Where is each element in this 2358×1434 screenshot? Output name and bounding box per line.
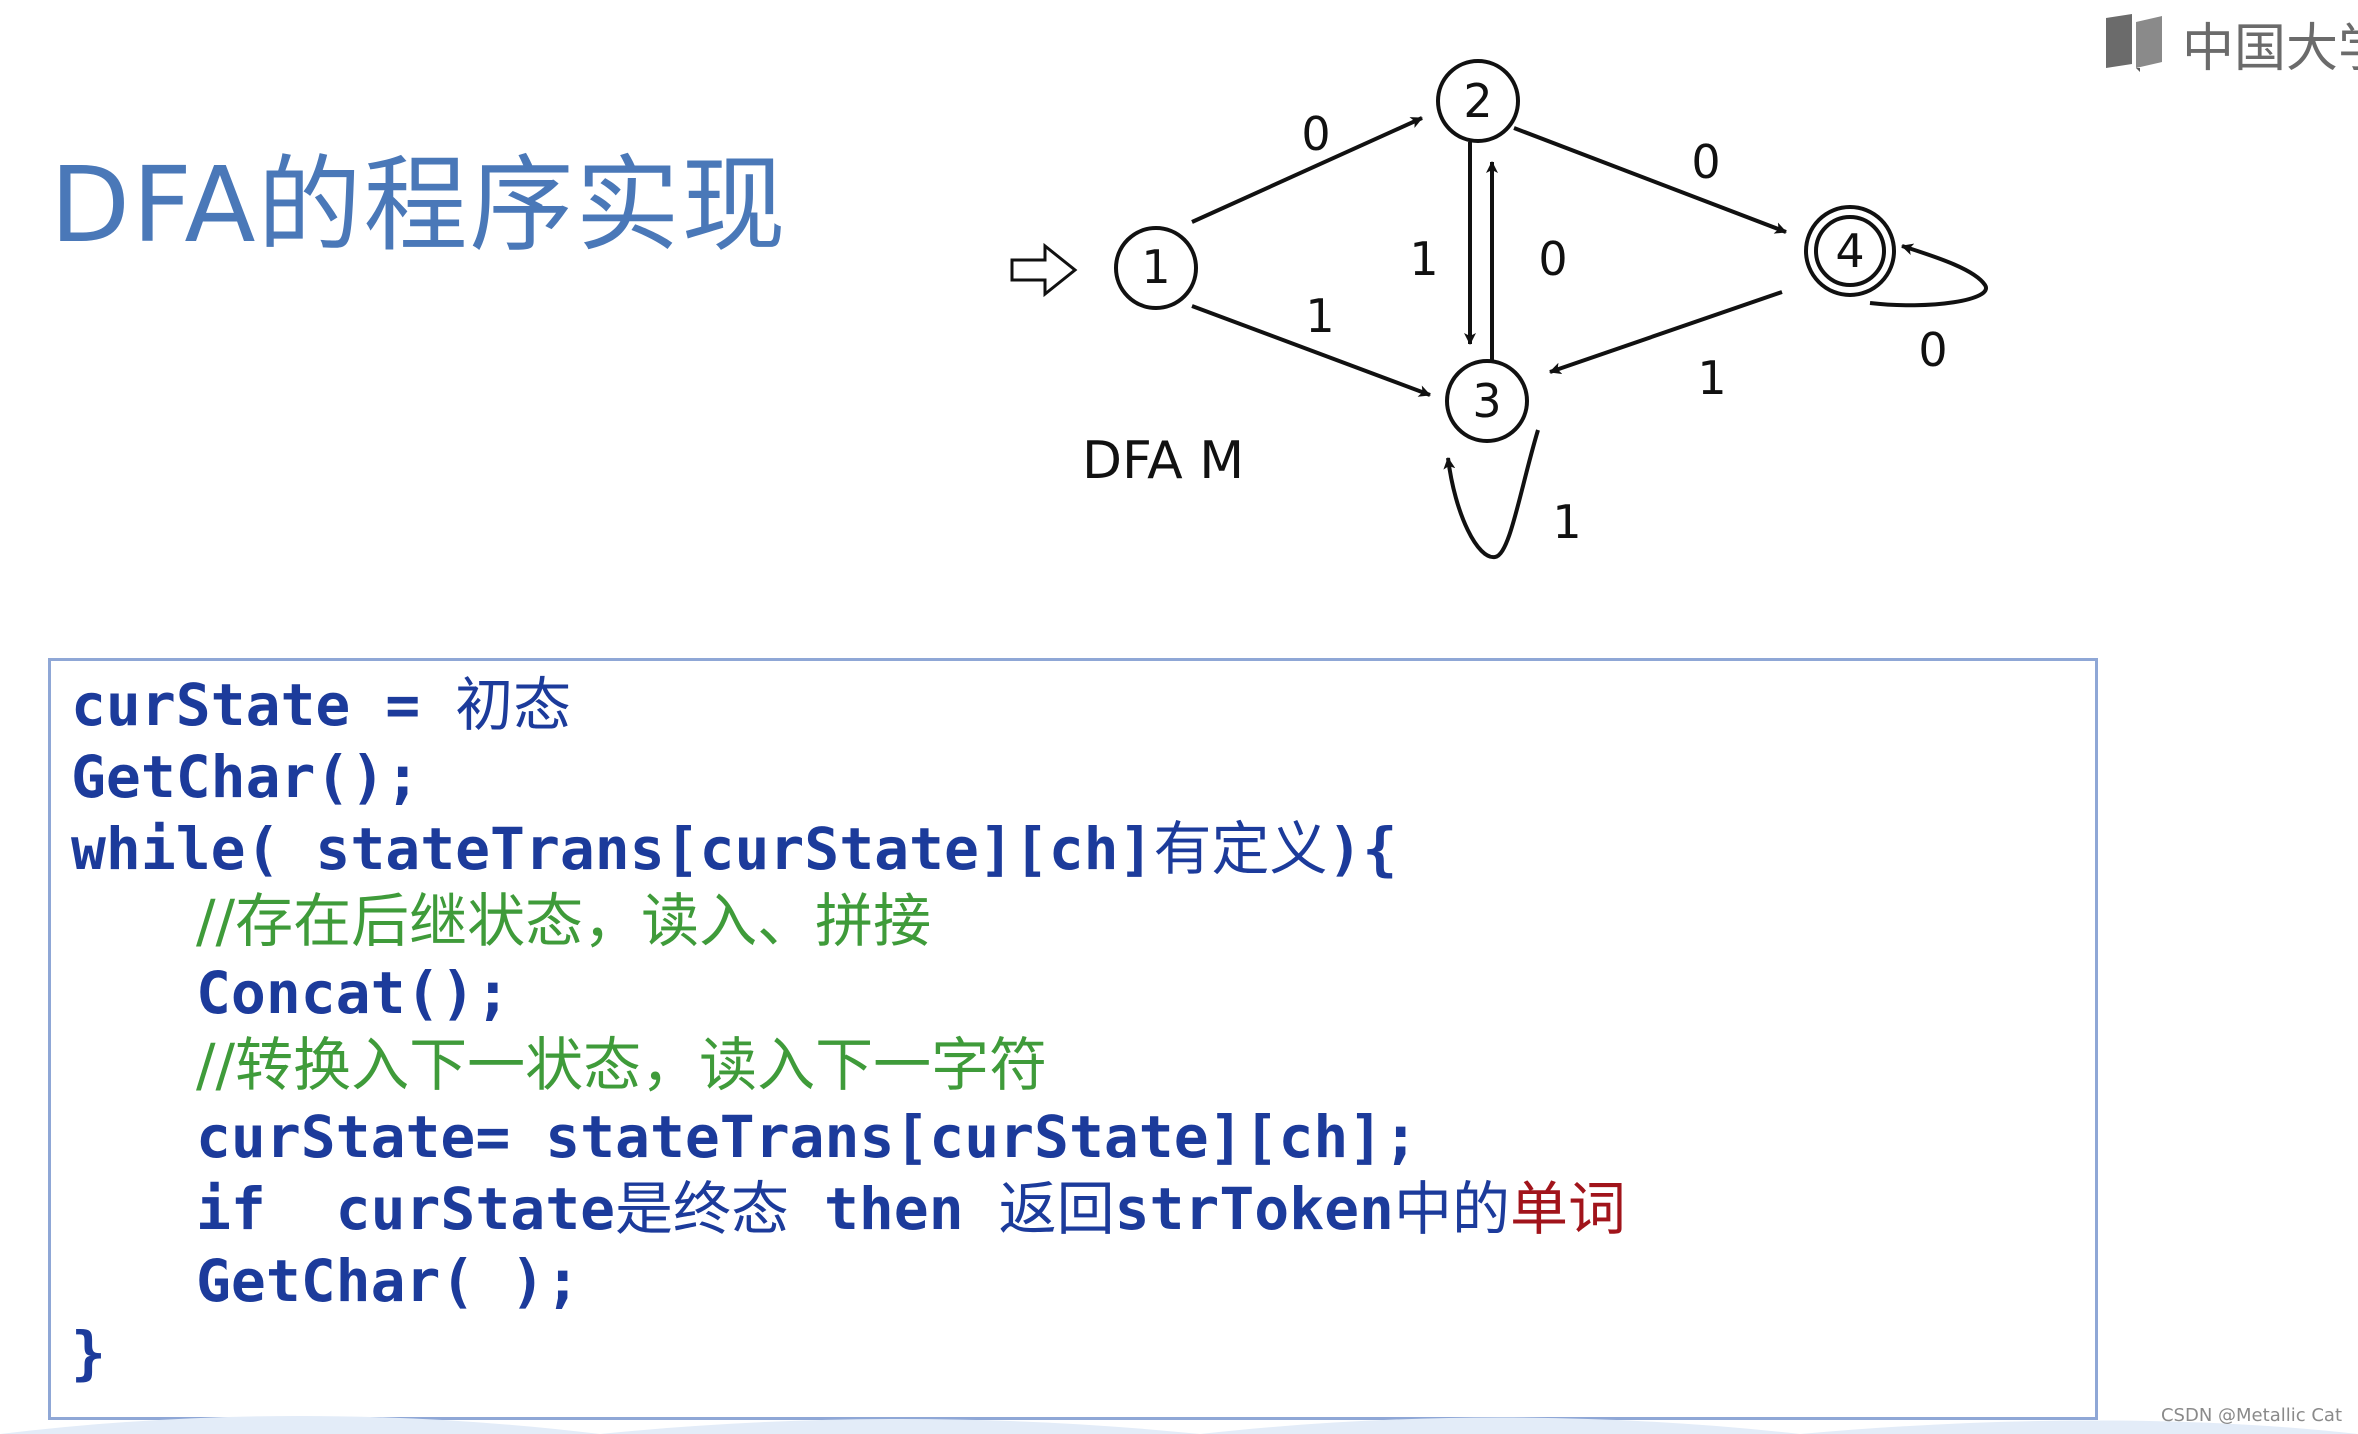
code-text-cn: 是终态 bbox=[615, 1175, 790, 1243]
code-block: curState = 初态 GetChar(); while( stateTra… bbox=[48, 658, 2098, 1420]
code-line-9: GetChar( ); bbox=[196, 1247, 581, 1315]
state-3-label: 3 bbox=[1472, 374, 1501, 428]
edge-label-3-2: 0 bbox=[1538, 232, 1567, 286]
bottom-decoration bbox=[0, 1416, 2358, 1434]
edge-4-4-loop bbox=[1869, 243, 1989, 308]
book-logo-icon bbox=[2106, 14, 2162, 72]
edge-label-1-3: 1 bbox=[1305, 289, 1334, 343]
edge-label-4-3: 1 bbox=[1697, 351, 1726, 405]
state-4-outer bbox=[1804, 205, 1896, 297]
code-text: while( stateTrans[curState][ch] bbox=[71, 815, 1154, 883]
code-line-2: GetChar(); bbox=[71, 743, 421, 811]
code-text: ){ bbox=[1327, 815, 1398, 883]
code-line-1: curState = 初态 bbox=[71, 669, 571, 741]
edge-label-3-3: 1 bbox=[1552, 495, 1581, 549]
state-4 bbox=[1814, 215, 1886, 287]
state-2-label: 2 bbox=[1463, 74, 1492, 128]
state-3 bbox=[1445, 359, 1529, 443]
state-1-label: 1 bbox=[1141, 240, 1170, 294]
state-1 bbox=[1114, 226, 1198, 310]
code-line-8: if curState是终态 then 返回strToken中的单词 bbox=[196, 1173, 1626, 1245]
code-text-highlight: 单词 bbox=[1509, 1175, 1626, 1243]
code-text: if curState bbox=[196, 1175, 616, 1243]
code-text: then bbox=[789, 1175, 999, 1243]
state-4-label: 4 bbox=[1835, 224, 1864, 278]
edge-4-3 bbox=[1549, 290, 1783, 375]
edge-3-3-loop bbox=[1443, 429, 1540, 560]
edge-label-2-3: 1 bbox=[1409, 232, 1438, 286]
edge-2-4 bbox=[1513, 126, 1787, 234]
code-text-cn: 有定义 bbox=[1153, 815, 1328, 883]
watermark: CSDN @Metallic Cat bbox=[2160, 1405, 2342, 1426]
edge-label-1-2: 0 bbox=[1301, 107, 1330, 161]
code-comment-2: //转换入下一状态，读入下一字符 bbox=[196, 1031, 1048, 1099]
code-text: curState = bbox=[71, 671, 456, 739]
code-line-7: curState= stateTrans[curState][ch]; bbox=[196, 1103, 1419, 1171]
edge-label-2-4: 0 bbox=[1691, 135, 1720, 189]
slide-title: DFA的程序实现 bbox=[50, 144, 788, 266]
code-text-cn: 中的 bbox=[1393, 1175, 1510, 1243]
edge-label-4-4: 0 bbox=[1918, 323, 1947, 377]
code-text: strToken bbox=[1114, 1175, 1394, 1243]
code-line-10: } bbox=[71, 1319, 106, 1387]
code-line-5: Concat(); bbox=[196, 959, 511, 1027]
diagram-caption: DFA M bbox=[1082, 431, 1244, 491]
code-text-cn: 初态 bbox=[455, 671, 572, 739]
dfa-diagram: 1 2 3 4 0 1 1 0 0 1 0 1 DFA M bbox=[1010, 59, 1989, 560]
state-2 bbox=[1436, 59, 1520, 143]
code-comment-1: //存在后继状态，读入、拼接 bbox=[196, 887, 932, 955]
edge-1-3 bbox=[1191, 304, 1431, 397]
university-logo: 中国大学 bbox=[2102, 8, 2358, 78]
code-line-3: while( stateTrans[curState][ch]有定义){ bbox=[71, 813, 1397, 885]
code-text-cn: 返回 bbox=[998, 1175, 1115, 1243]
logo-text: 中国大学 bbox=[2182, 18, 2358, 79]
edge-1-2 bbox=[1191, 116, 1423, 224]
start-arrow-icon bbox=[1010, 242, 1078, 298]
